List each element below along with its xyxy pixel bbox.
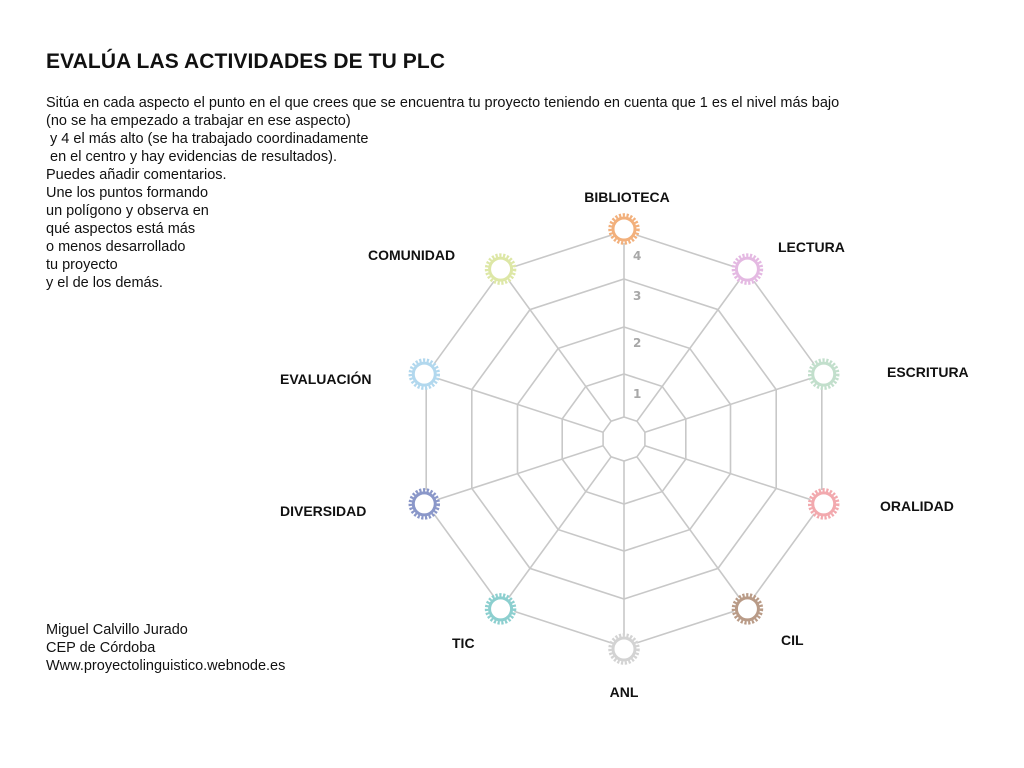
aspect-nodes [408,213,840,665]
page-title: EVALÚA LAS ACTIVIDADES DE TU PLC [46,50,446,73]
instruction-line: y 4 el más alto (se ha trabajado coordin… [46,131,369,147]
gear-icon-evaluacion[interactable] [408,358,441,390]
gear-icon-anl[interactable] [608,633,640,665]
aspect-label-anl: ANL [610,684,639,700]
level-label-3: 3 [633,289,641,303]
instruction-line: Sitúa en cada aspecto el punto en el que… [46,95,840,111]
gear-icon-comunidad[interactable] [484,253,517,285]
axis-line-cil [636,456,747,608]
gear-icon-biblioteca[interactable] [608,213,640,245]
instruction-line: en el centro y hay evidencias de resulta… [46,149,337,165]
axis-line-oralidad [644,445,823,505]
gear-icon-diversidad[interactable] [408,488,441,520]
aspect-label-biblioteca: BIBLIOTECA [584,189,670,205]
aspect-label-lectura: LECTURA [778,239,845,255]
aspect-label-tic: TIC [452,635,475,651]
level-label-1: 1 [633,387,641,401]
level-scale: 1 2 3 4 [633,249,641,401]
axis-line-lectura [636,270,747,422]
aspect-labels: BIBLIOTECA LECTURA ESCRITURA ORALIDAD CIL ANL… [280,189,969,700]
level-label-4: 4 [633,249,641,263]
instruction-line: qué aspectos está más [46,221,196,237]
gear-icon-lectura[interactable] [731,253,764,285]
instruction-line: un polígono y observa en [46,203,209,219]
instruction-line: o menos desarrollado [46,239,186,255]
credits: Miguel Calvillo Jurado CEP de Córdoba Ww… [46,621,285,675]
instruction-line: y el de los demás. [46,275,163,291]
website-link[interactable]: Www.proyectolinguistico.webnode.es [46,658,286,674]
aspect-label-escritura: ESCRITURA [887,364,969,380]
gear-icon-oralidad[interactable] [807,488,840,520]
grid-ring-1 [602,416,646,462]
gear-icon-escritura[interactable] [807,358,840,390]
instruction-line: Une los puntos formando [46,185,209,201]
axis-line-evaluacion [425,373,604,433]
gear-icon-tic[interactable] [484,593,517,625]
aspect-label-cil: CIL [781,632,804,648]
author-name: Miguel Calvillo Jurado [46,622,188,638]
instruction-line: tu proyecto [46,257,118,273]
instructions-text: Sitúa en cada aspecto el punto en el que… [46,94,839,292]
aspect-label-evaluacion: EVALUACIÓN [280,370,372,387]
axis-line-diversidad [425,445,604,505]
axis-line-tic [501,456,612,608]
axis-line-escritura [644,373,823,433]
aspect-label-diversidad: DIVERSIDAD [280,503,366,519]
axis-line-comunidad [501,270,612,422]
gear-icon-cil[interactable] [731,593,764,625]
aspect-label-comunidad: COMUNIDAD [368,247,455,263]
organization: CEP de Córdoba [46,640,156,656]
level-label-2: 2 [633,336,641,350]
aspect-label-oralidad: ORALIDAD [880,498,954,514]
instruction-line: (no se ha empezado a trabajar en ese asp… [46,113,351,129]
radar-grid [425,230,823,648]
instruction-line: Puedes añadir comentarios. [46,167,227,183]
